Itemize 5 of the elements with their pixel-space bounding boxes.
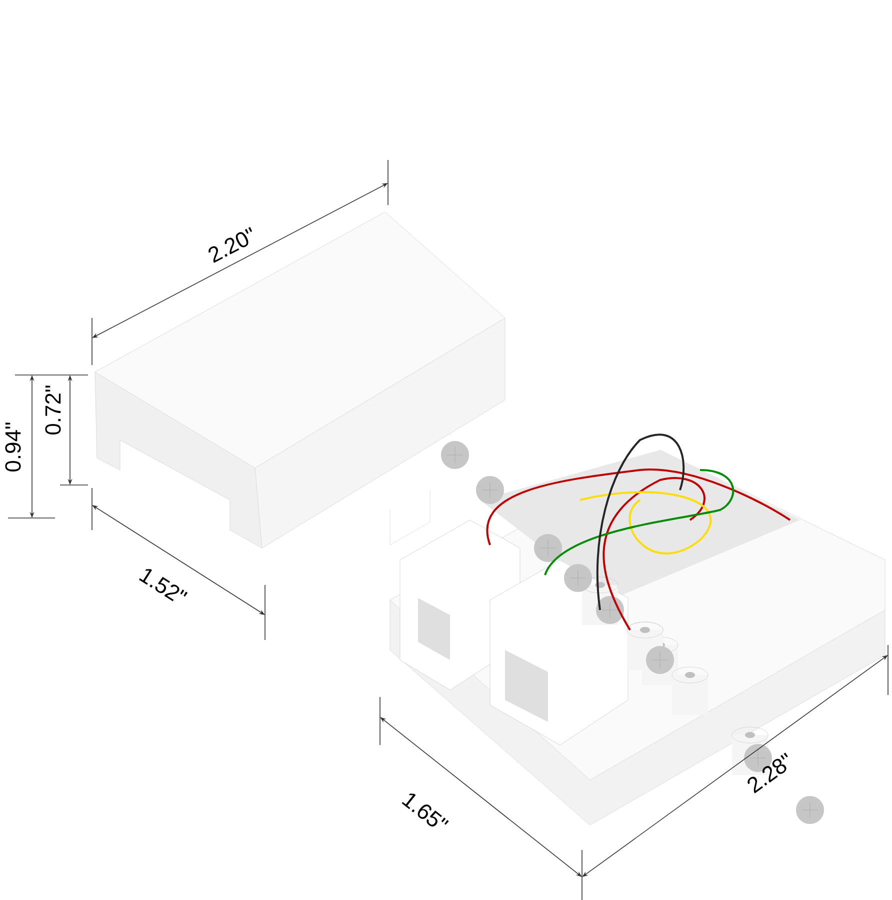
dimension-label: 0.94" xyxy=(5,422,21,472)
dimension-label: 1.52" xyxy=(139,569,188,602)
dimension-label: 2.20" xyxy=(208,227,252,263)
dimension-label: 0.72" xyxy=(45,386,61,434)
dimension-label: 1.65" xyxy=(402,794,449,826)
